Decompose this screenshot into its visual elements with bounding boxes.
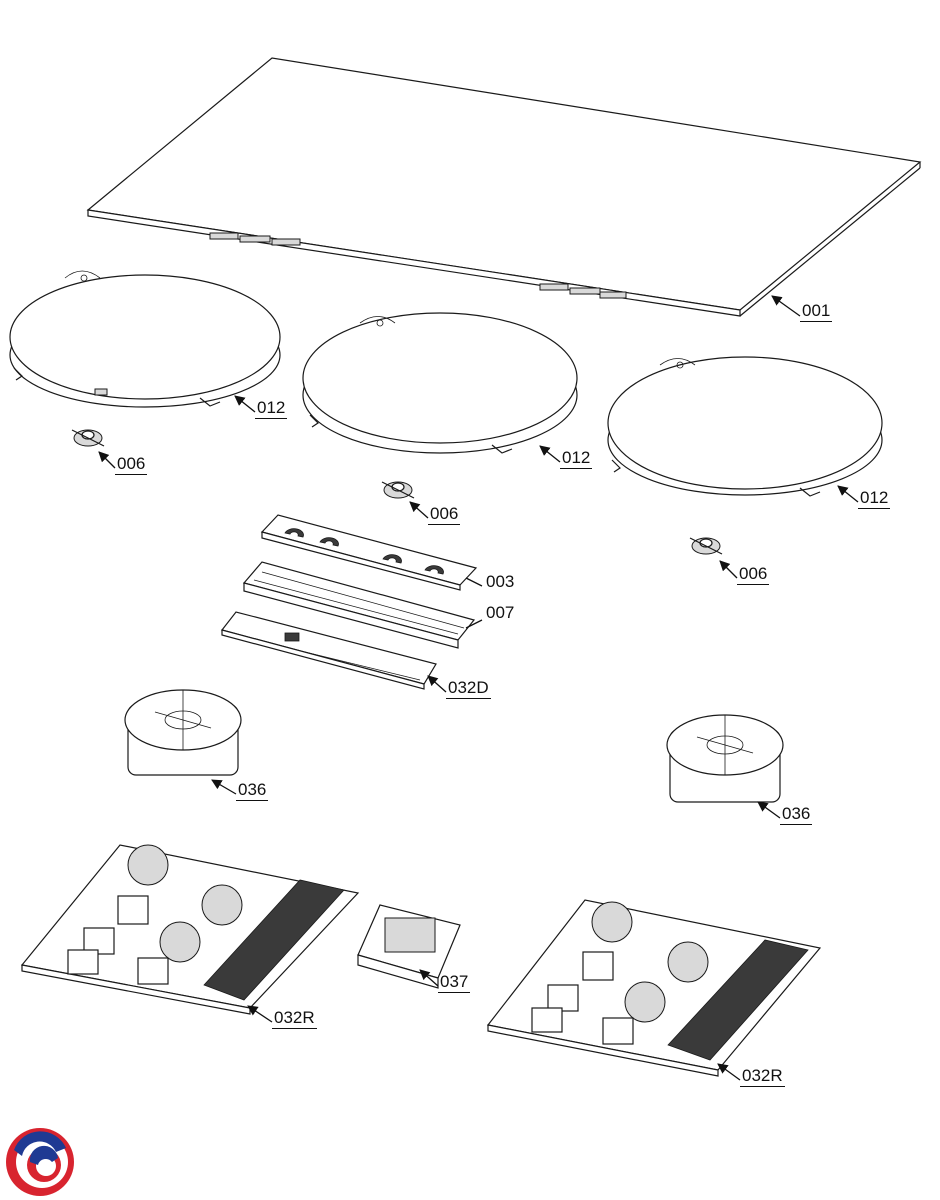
label-037: 037 <box>438 972 471 993</box>
label-012-right: 012 <box>858 488 891 509</box>
keyboard-spacer-frame <box>242 561 476 649</box>
display-pcb <box>220 611 437 690</box>
label-001: 001 <box>800 301 833 322</box>
label-012-center: 012 <box>560 448 593 469</box>
label-006-left: 006 <box>115 454 148 475</box>
temperature-sensor-right <box>689 537 723 555</box>
label-007: 007 <box>486 603 515 622</box>
cooling-fan-left <box>124 689 242 776</box>
power-board-right <box>486 899 822 1077</box>
label-006-right: 006 <box>737 564 770 585</box>
label-032r-right: 032R <box>740 1066 785 1087</box>
label-036-right: 036 <box>780 804 813 825</box>
temperature-sensor-center <box>381 481 415 499</box>
label-036-left: 036 <box>236 780 269 801</box>
label-003: 003 <box>486 572 515 591</box>
induction-coil-center <box>302 312 578 454</box>
cooling-fan-right <box>666 714 784 803</box>
label-032r-left: 032R <box>272 1008 317 1029</box>
filter-module <box>357 904 461 989</box>
glass-top-plate <box>86 57 922 317</box>
brand-swirl-logo-icon <box>6 1128 74 1196</box>
temperature-sensor-left <box>71 429 105 447</box>
induction-coil-left <box>9 270 281 408</box>
power-board-left <box>20 844 360 1015</box>
induction-coil-right <box>607 356 883 497</box>
label-012-left: 012 <box>255 398 288 419</box>
leader-lines <box>98 295 859 1081</box>
label-032d: 032D <box>446 678 491 699</box>
touch-control-board <box>260 514 478 591</box>
label-006-center: 006 <box>428 504 461 525</box>
